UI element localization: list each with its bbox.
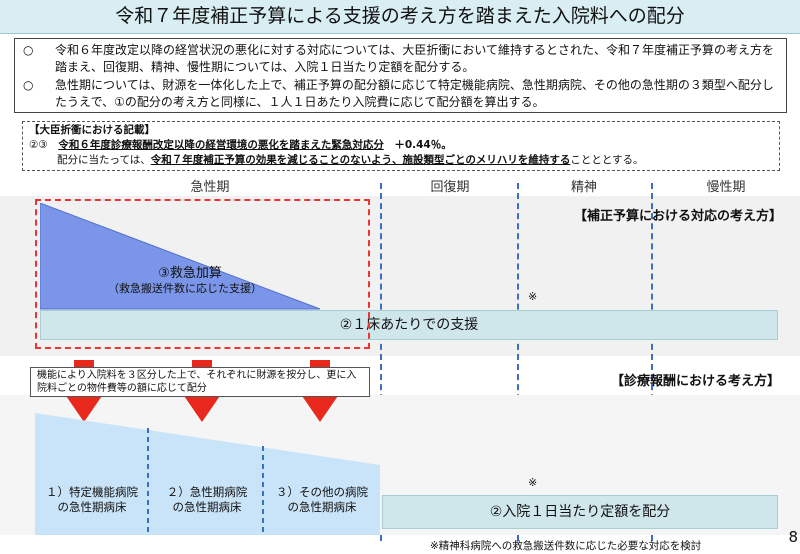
column-header-chronic: 慢性期 — [706, 180, 746, 195]
triangle-shape — [40, 203, 321, 310]
intro-box: ○ 令和６年度改定以降の経営状況の悪化に対する対応については、大臣折衝において維… — [14, 38, 787, 113]
page-number: 8 — [788, 528, 798, 546]
minister-line-2: ②③ 令和６年度診療報酬改定以降の経営環境の悪化を踏まえた緊急対応分 ＋0.44… — [29, 138, 769, 153]
distribution-fill — [35, 413, 380, 535]
bullet-mark: ○ — [23, 43, 34, 57]
lower-heading: 【診療報酬における考え方】 — [610, 374, 780, 389]
column-header-recovery: 回復期 — [430, 180, 470, 195]
bullet-text: 急性期については、財源を一体化した上で、補正予算の配分額に応じて特定機能病院、急… — [55, 78, 774, 109]
minister-line-3: 配分に当たっては、令和７年度補正予算の効果を減じることのないよう、施設類型ごとの… — [57, 153, 777, 168]
minister-emphasis-2: 令和７年度補正予算の効果を減じることのないよう、施設類型ごとのメリハリを維持する — [150, 154, 571, 166]
divider-psychiatric — [517, 183, 519, 541]
minister-rate: ＋0.44％。 — [383, 139, 452, 151]
triangle-sublabel: （救急搬送件数に応じた支援） — [108, 282, 262, 295]
triangle-label: ③救急加算 — [158, 266, 222, 281]
upper-heading: 【補正予算における対応の考え方】 — [573, 209, 782, 224]
divider-recovery — [380, 183, 382, 541]
page-title: 令和７年度補正予算による支援の考え方を踏まえた入院料への配分 — [115, 5, 685, 27]
allocation-note: 機能により入院料を３区分した上で、それぞれに財源を按分し、更に入院料ごとの物件費… — [30, 367, 370, 397]
minister-heading: 【大臣折衝における記載】 — [29, 124, 155, 136]
daily-flat-rate-bar — [382, 495, 778, 529]
minister-prefix: ②③ — [29, 139, 59, 151]
footnote: ※精神科病院への救急搬送件数に応じた必要な対応を検討 — [430, 540, 702, 552]
intro-bullet-2: ○ 急性期については、財源を一体化した上で、補正予算の配分額に応じて特定機能病院… — [23, 77, 778, 111]
minister-line3-prefix: 配分に当たっては、 — [57, 154, 151, 166]
category-other-hospital: ３）その他の病院 の急性期病床 — [276, 485, 368, 514]
column-header-acute: 急性期 — [190, 180, 230, 195]
upper-asterisk: ※ — [528, 290, 538, 303]
minister-emphasis-1: 令和６年度診療報酬改定以降の経営環境の悪化を踏まえた緊急対応分 — [58, 139, 384, 151]
daily-flat-rate-label: ②入院１日当たり定額を配分 — [489, 504, 671, 520]
per-bed-support-label: ②１床あたりでの支援 — [339, 317, 479, 333]
bullet-mark: ○ — [23, 78, 34, 92]
acute-highlight-frame — [35, 199, 370, 349]
per-bed-support-bar — [40, 310, 778, 340]
minister-note-box: 【大臣折衝における記載】 ②③ 令和６年度診療報酬改定以降の経営環境の悪化を踏ま… — [22, 121, 780, 171]
minister-line3-suffix: ことととする。 — [570, 154, 644, 166]
lower-asterisk: ※ — [528, 476, 538, 489]
emergency-triangle — [40, 203, 321, 310]
title-bar — [0, 0, 800, 34]
column-header-psychiatric: 精神 — [570, 180, 597, 195]
category-acute-hospital: ２）急性期病院 の急性期病床 — [166, 485, 248, 514]
intro-bullet-1: ○ 令和６年度改定以降の経営状況の悪化に対する対応については、大臣折衝において維… — [23, 42, 778, 76]
divider-chronic — [651, 183, 653, 541]
bullet-text: 令和６年度改定以降の経営状況の悪化に対する対応については、大臣折衝において維持す… — [55, 43, 775, 74]
category-special-function: １）特定機能病院 の急性期病床 — [46, 485, 138, 514]
acute-distribution-shape — [35, 413, 380, 535]
